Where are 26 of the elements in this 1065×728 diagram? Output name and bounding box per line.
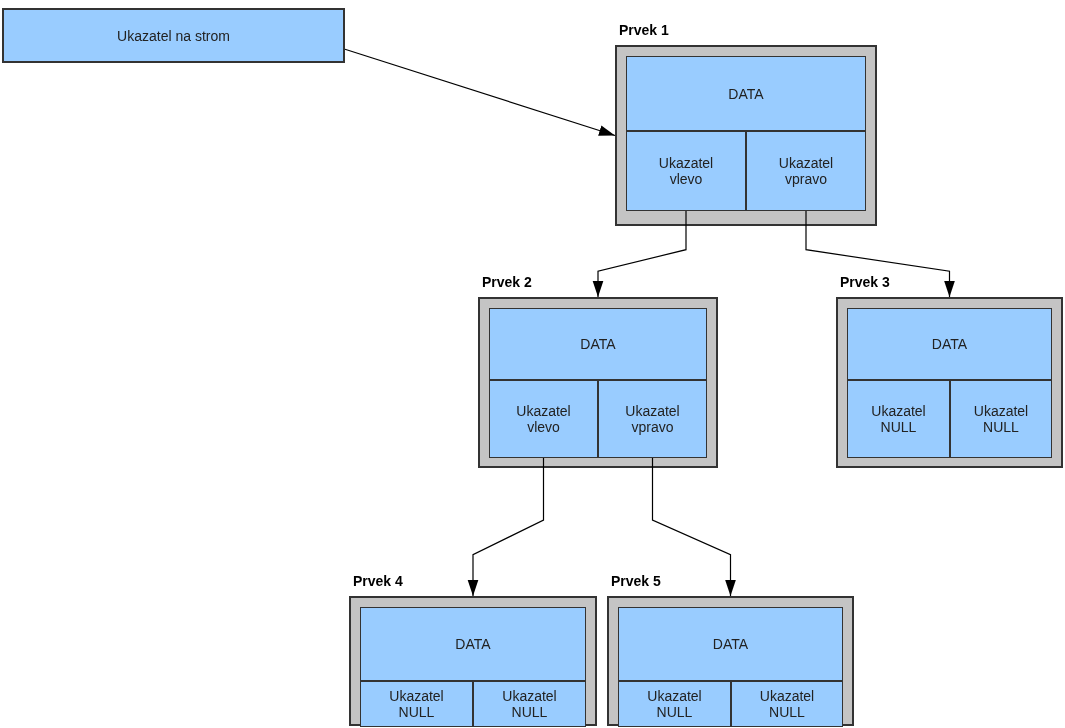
- data-field: DATA: [489, 308, 707, 380]
- pointer-field: Ukazatel vpravo: [746, 131, 866, 211]
- pointer-field: Ukazatel NULL: [731, 681, 843, 727]
- pointer-field: Ukazatel vlevo: [489, 380, 598, 458]
- pointer-field: Ukazatel NULL: [473, 681, 586, 727]
- node-heading: Prvek 5: [611, 573, 661, 589]
- node-heading: Prvek 4: [353, 573, 403, 589]
- node-heading: Prvek 2: [482, 274, 532, 290]
- pointer-field: Ukazatel NULL: [847, 380, 950, 458]
- arrow: [651, 457, 736, 597]
- node-heading: Prvek 3: [840, 274, 890, 290]
- pointer-field: Ukazatel NULL: [360, 681, 473, 727]
- arrow: [344, 48, 616, 137]
- arrow: [805, 210, 955, 298]
- pointer-field: Ukazatel NULL: [618, 681, 731, 727]
- data-field: DATA: [360, 607, 586, 681]
- pointer-field: Ukazatel vpravo: [598, 380, 707, 458]
- data-field: DATA: [618, 607, 843, 681]
- node-heading: Prvek 1: [619, 22, 669, 38]
- data-field: DATA: [626, 56, 866, 131]
- arrow: [467, 457, 545, 597]
- pointer-box: Ukazatel na strom: [2, 8, 345, 63]
- pointer-field: Ukazatel vlevo: [626, 131, 746, 211]
- pointer-field: Ukazatel NULL: [950, 380, 1052, 458]
- arrow: [592, 210, 687, 298]
- data-field: DATA: [847, 308, 1052, 380]
